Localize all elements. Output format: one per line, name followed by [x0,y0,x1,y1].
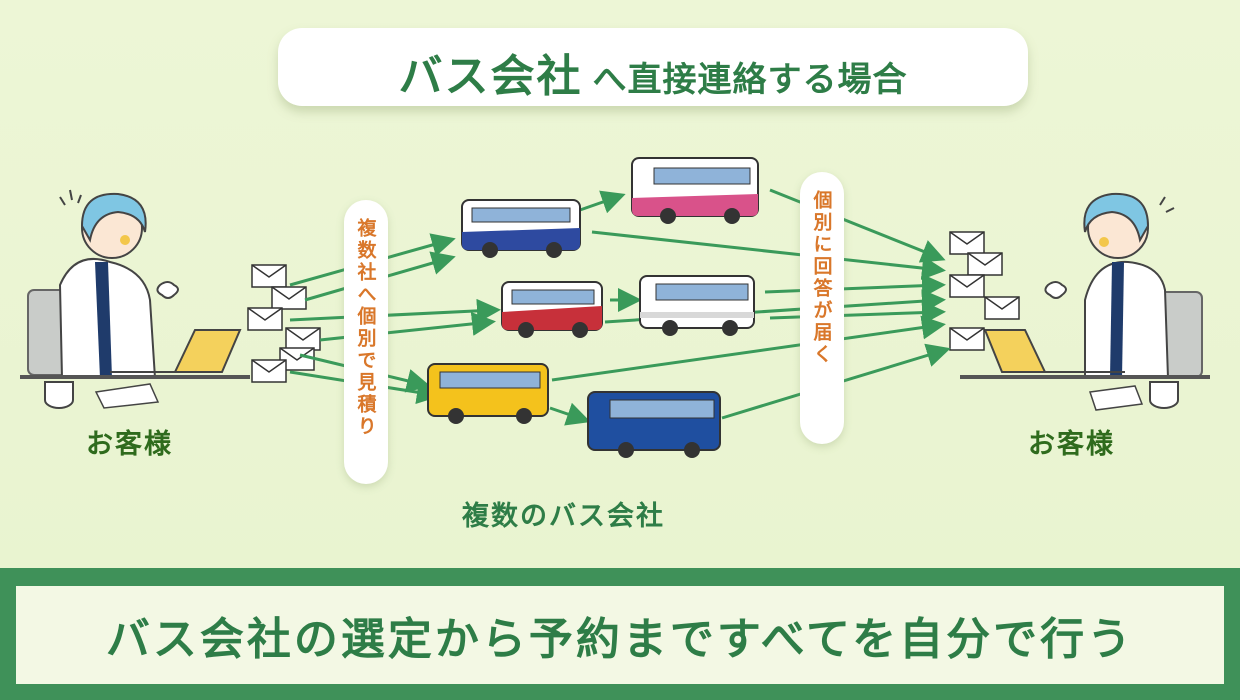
bottom-banner: バス会社の選定から予約まですべてを自分で行う [0,568,1240,700]
companies-label: 複数のバス会社 [462,501,665,532]
title-sub: へ直接連絡する場合 [592,60,908,100]
request-pill-text: 複数社へ個別で見積り [354,218,377,438]
reply-pill: 個別に回答が届く [800,172,844,444]
bus-navy [587,391,721,458]
bus-red-white [501,281,603,338]
title-main: バス会社 [398,51,583,102]
right-customer-label: お客様 [1028,429,1115,460]
bus-blue-white [461,199,581,258]
bus-pink [631,157,759,224]
right-customer-illustration [960,192,1210,411]
reply-pill-text: 個別に回答が届く [810,190,833,366]
bus-white [639,275,755,336]
title-banner: バス会社 へ直接連絡する場合 [278,28,1028,106]
bottom-message: バス会社の選定から予約まですべてを自分で行う [16,586,1224,684]
request-pill: 複数社へ個別で見積り [344,200,388,484]
bus-yellow [427,363,549,424]
left-customer-label: お客様 [86,429,173,460]
left-customer-illustration [20,189,250,409]
left-envelopes [247,264,321,383]
